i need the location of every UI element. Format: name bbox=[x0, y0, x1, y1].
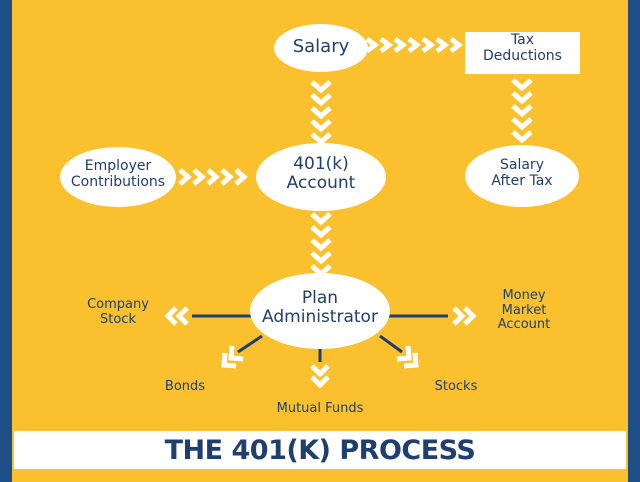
node-tax-deductions bbox=[465, 32, 580, 74]
plan-administrator-label: Plan Administrator bbox=[250, 288, 390, 328]
tax-deductions-label: Tax Deductions bbox=[465, 32, 580, 64]
stocks-label: Stocks bbox=[420, 379, 492, 395]
arrow-admin-to-money-market bbox=[452, 306, 477, 326]
tax-deductions-line2: Deductions bbox=[483, 47, 562, 64]
plan-admin-line2: Administrator bbox=[262, 307, 378, 328]
money-market-line3: Account bbox=[497, 317, 551, 333]
salary-after-tax-label: Salary After Tax bbox=[465, 157, 579, 189]
arrow-admin-to-stocks bbox=[396, 345, 419, 369]
title-bar: THE 401(K) PROCESS bbox=[14, 431, 626, 469]
node-employer-contributions bbox=[60, 147, 176, 207]
employer-line2: Contributions bbox=[70, 173, 166, 190]
company-stock-line2: Stock bbox=[100, 311, 136, 327]
page-title: THE 401(K) PROCESS bbox=[164, 434, 476, 466]
arrow-admin-to-mutual-funds bbox=[310, 364, 330, 389]
company-stock-label: Company Stock bbox=[66, 297, 170, 327]
diagram-background bbox=[12, 0, 628, 482]
stocks-text: Stocks bbox=[434, 379, 478, 394]
arrow-tax-to-after-tax bbox=[511, 78, 533, 144]
arrow-employer-to-account bbox=[178, 168, 248, 186]
arrow-salary-to-account bbox=[310, 80, 332, 146]
arrow-admin-to-bonds bbox=[221, 345, 244, 369]
plan-admin-line1: Plan bbox=[301, 288, 339, 308]
tax-deductions-line1: Tax bbox=[510, 32, 535, 48]
salary-after-tax-line2: After Tax bbox=[491, 172, 553, 189]
account-line1: 401(k) bbox=[293, 154, 349, 174]
employer-line1: Employer bbox=[84, 158, 152, 174]
line-to-stocks bbox=[379, 334, 403, 354]
node-401k-account bbox=[256, 143, 386, 211]
arrow-admin-to-company-stock bbox=[164, 306, 189, 326]
salary-label: Salary bbox=[274, 36, 368, 57]
arrow-salary-to-tax bbox=[365, 37, 464, 53]
node-salary bbox=[274, 24, 368, 72]
salary-text: Salary bbox=[292, 36, 350, 57]
bonds-label: Bonds bbox=[150, 379, 220, 395]
money-market-line1: Money bbox=[502, 288, 546, 303]
bonds-text: Bonds bbox=[164, 379, 206, 394]
mutual-funds-text: Mutual Funds bbox=[276, 401, 364, 416]
money-market-line2: Market bbox=[501, 302, 547, 318]
salary-after-tax-line1: Salary bbox=[500, 157, 544, 173]
line-to-bonds bbox=[237, 334, 263, 354]
node-plan-administrator bbox=[250, 273, 390, 349]
mutual-funds-label: Mutual Funds bbox=[260, 401, 380, 417]
money-market-label: Money Market Account bbox=[476, 288, 572, 333]
account-line2: Account bbox=[286, 173, 356, 194]
employer-contributions-label: Employer Contributions bbox=[60, 158, 176, 190]
company-stock-line1: Company bbox=[87, 297, 149, 312]
node-salary-after-tax bbox=[465, 145, 579, 207]
account-label: 401(k) Account bbox=[256, 154, 386, 194]
